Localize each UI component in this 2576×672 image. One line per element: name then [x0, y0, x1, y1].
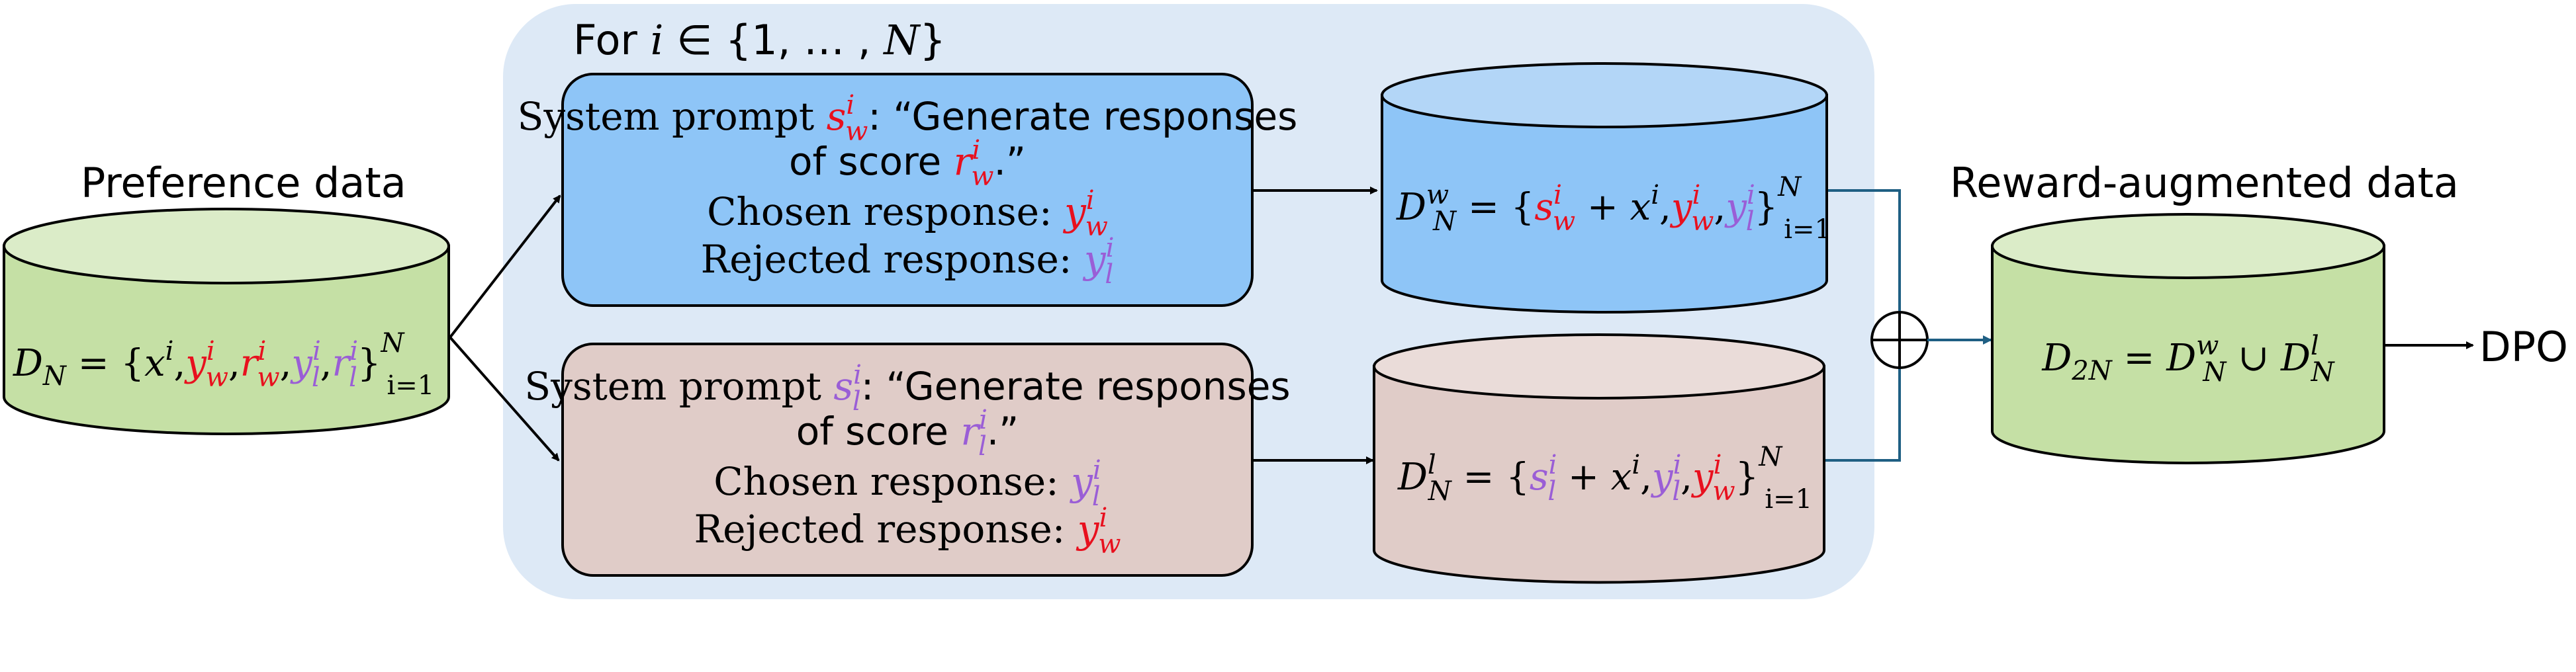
connector-bottom-cylinder — [1825, 368, 1901, 462]
panel-label: For i ∈ {1, … , N} — [573, 16, 946, 64]
chosen-prompt-box — [561, 73, 1254, 307]
oplus-icon — [1870, 311, 1929, 369]
preference-data-title: Preference data — [81, 159, 406, 207]
arrow-to-bottom-box — [449, 336, 560, 462]
chosen-dataset-cylinder — [1381, 62, 1828, 314]
rejected-prompt-box — [561, 343, 1254, 577]
connector-top-cylinder — [1828, 189, 1901, 311]
dpo-label: DPO — [2479, 323, 2568, 371]
rejected-dataset-cylinder — [1373, 333, 1825, 584]
preference-data-cylinder — [2, 208, 450, 435]
reward-augmented-cylinder — [1991, 213, 2385, 464]
reward-augmented-title: Reward-augmented data — [1950, 159, 2459, 207]
arrow-to-top-box — [449, 194, 561, 339]
